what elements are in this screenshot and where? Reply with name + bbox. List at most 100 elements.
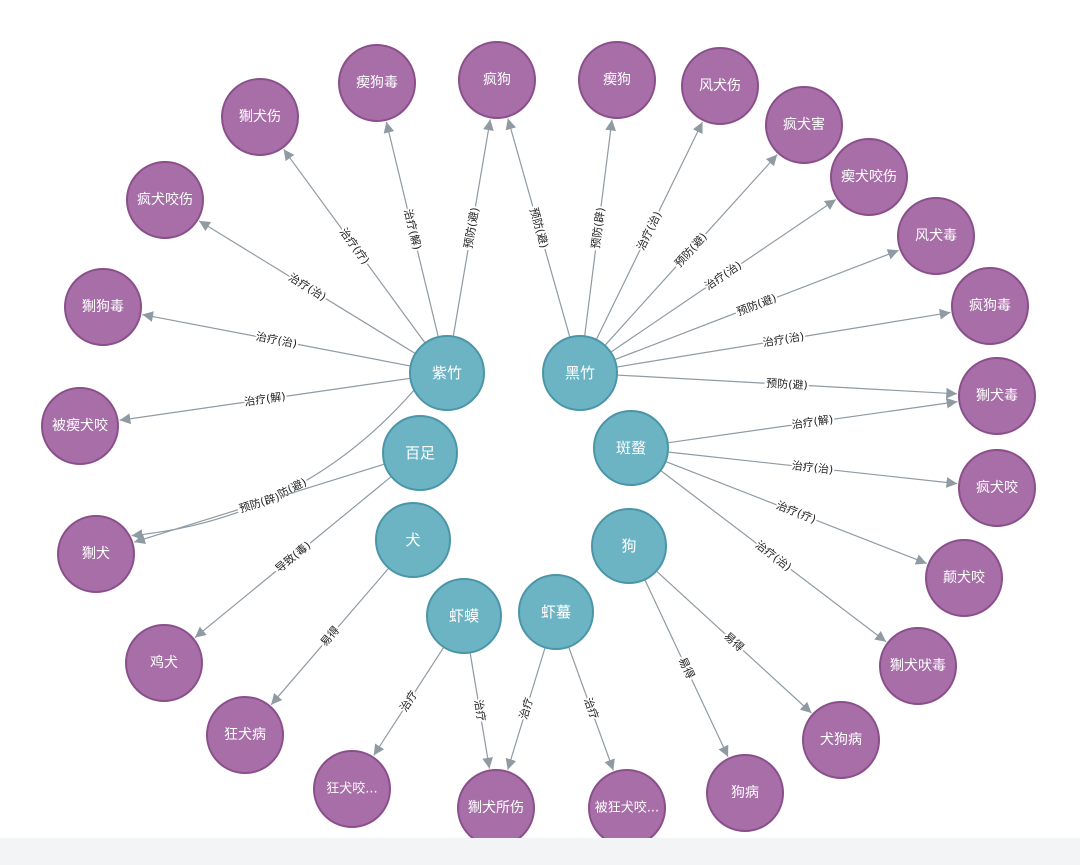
- edge-label: 治疗(解): [401, 207, 424, 251]
- node-d_kuangquanyao[interactable]: 狂犬咬...: [313, 750, 391, 828]
- disease-node-circle[interactable]: [313, 750, 391, 828]
- edge-label: 治疗(治): [255, 329, 298, 351]
- edge-label: 治疗: [516, 696, 536, 721]
- node-d_beikuangquanyao[interactable]: 被狂犬咬...: [588, 769, 666, 847]
- node-d_fengquandu[interactable]: 风犬毒: [897, 197, 975, 275]
- edge-line: [660, 469, 887, 643]
- node-d_zhiquanfeidu[interactable]: 猘犬吠毒: [879, 627, 957, 705]
- node-zizhu[interactable]: 紫竹: [409, 335, 485, 411]
- disease-node-circle[interactable]: [706, 754, 784, 832]
- edge-heizhu-d_zhigou: 预防(辟)预防(辟): [584, 119, 616, 337]
- node-heizhu[interactable]: 黑竹: [542, 335, 618, 411]
- node-d_fengquanshang[interactable]: 风犬伤: [681, 47, 759, 125]
- node-d_zhigoudu_top[interactable]: 瘈狗毒: [338, 44, 416, 122]
- disease-node-circle[interactable]: [681, 47, 759, 125]
- disease-node-circle[interactable]: [206, 696, 284, 774]
- edge-label: 治疗(治): [633, 209, 664, 253]
- herb-node-circle[interactable]: [409, 335, 485, 411]
- node-label: 猘犬伤: [239, 109, 281, 125]
- herb-node-circle[interactable]: [593, 410, 669, 486]
- edge-label-halo: 治疗: [472, 698, 489, 722]
- node-label: 猘犬所伤: [468, 800, 524, 816]
- disease-node-circle[interactable]: [125, 624, 203, 702]
- edge-line: [270, 567, 390, 706]
- disease-node-circle[interactable]: [458, 41, 536, 119]
- edge-zizhu-d_zhiquanshang: 治疗(疗)治疗(疗): [283, 148, 426, 344]
- disease-node-circle[interactable]: [830, 138, 908, 216]
- disease-node-circle[interactable]: [126, 161, 204, 239]
- node-label: 疯犬咬伤: [137, 191, 193, 208]
- disease-node-circle[interactable]: [41, 387, 119, 465]
- node-d_zhigou[interactable]: 瘈狗: [578, 41, 656, 119]
- disease-node-circle[interactable]: [765, 86, 843, 164]
- nodes-layer: 紫竹黑竹百足 斑蝥犬 狗虾蟆 虾蟇 猘犬伤 瘈狗毒 疯狗瘈狗 风犬伤疯犬害瘈犬咬伤风犬毒疯狗毒…: [41, 41, 1036, 847]
- node-d_zhiquansuoshang[interactable]: 猘犬所伤: [457, 769, 535, 847]
- node-label: 风犬伤: [699, 78, 741, 94]
- node-d_fengquanhai[interactable]: 疯犬害: [765, 86, 843, 164]
- edge-baizu-d_zhiquan: 预防(辟)预防(辟): [134, 463, 385, 545]
- node-d_zhigoudu_left[interactable]: 猘狗毒: [64, 268, 142, 346]
- edge-label: 治疗(治): [286, 270, 329, 304]
- node-d_zhiquan[interactable]: 猘犬: [57, 515, 135, 593]
- herb-node-circle[interactable]: [382, 415, 458, 491]
- node-label: 虾蟇: [541, 603, 571, 621]
- herb-node-circle[interactable]: [426, 578, 502, 654]
- node-label: 瘈狗毒: [356, 74, 398, 91]
- node-d_fenggoudu[interactable]: 疯狗毒: [951, 267, 1029, 345]
- node-d_zhiquanshang[interactable]: 猘犬伤: [221, 78, 299, 156]
- node-quan[interactable]: 犬: [375, 502, 451, 578]
- disease-node-circle[interactable]: [57, 515, 135, 593]
- node-d_zhiquandu[interactable]: 猘犬毒: [958, 357, 1036, 435]
- edge-line: [452, 119, 494, 337]
- disease-node-circle[interactable]: [578, 41, 656, 119]
- node-hama[interactable]: 虾蟆: [426, 578, 502, 654]
- node-baizu[interactable]: 百足: [382, 415, 458, 491]
- node-gou[interactable]: 狗: [591, 508, 667, 584]
- disease-node-circle[interactable]: [221, 78, 299, 156]
- disease-node-circle[interactable]: [64, 268, 142, 346]
- node-hamo[interactable]: 虾蟇: [518, 574, 594, 650]
- edge-line: [644, 579, 729, 758]
- node-d_jiquan[interactable]: 鸡犬: [125, 624, 203, 702]
- disease-node-circle[interactable]: [958, 357, 1036, 435]
- node-banmao[interactable]: 斑蝥: [593, 410, 669, 486]
- herb-node-circle[interactable]: [591, 508, 667, 584]
- disease-node-circle[interactable]: [338, 44, 416, 122]
- edge-banmao-d_zhiquandu: 治疗(解)治疗(解): [667, 397, 958, 444]
- edge-label: 预防(辟): [237, 490, 281, 516]
- disease-node-circle[interactable]: [802, 701, 880, 779]
- edge-label: 治疗(疗): [337, 225, 373, 267]
- node-d_fengquanyaoshang[interactable]: 疯犬咬伤: [126, 161, 204, 239]
- disease-node-circle[interactable]: [958, 449, 1036, 527]
- edge-zizhu-d_zhigoudu_top: 治疗(解)治疗(解): [383, 121, 439, 338]
- node-d_zhiquanyaoshang[interactable]: 瘈犬咬伤: [830, 138, 908, 216]
- edge-line: [142, 311, 411, 367]
- node-d_beizhiquanyao[interactable]: 被瘈犬咬: [41, 387, 119, 465]
- node-d_quangoubing[interactable]: 犬狗病: [802, 701, 880, 779]
- node-d_fengquanyao[interactable]: 疯犬咬: [958, 449, 1036, 527]
- node-d_kuangquanbing[interactable]: 狂犬病: [206, 696, 284, 774]
- node-label: 猘犬毒: [976, 388, 1018, 404]
- node-label: 百足: [405, 444, 435, 462]
- node-d_goubing[interactable]: 狗病: [706, 754, 784, 832]
- herb-node-circle[interactable]: [518, 574, 594, 650]
- edge-line: [655, 570, 812, 714]
- disease-node-circle[interactable]: [925, 539, 1003, 617]
- edge-line: [134, 463, 385, 545]
- herb-node-circle[interactable]: [375, 502, 451, 578]
- node-label: 狂犬病: [224, 727, 266, 743]
- node-label: 虾蟆: [449, 607, 479, 625]
- node-label: 风犬毒: [915, 228, 957, 244]
- edge-label: 治疗(治): [753, 538, 795, 574]
- herb-node-circle[interactable]: [542, 335, 618, 411]
- disease-node-circle[interactable]: [897, 197, 975, 275]
- edge-line: [616, 308, 951, 368]
- node-label: 瘈犬咬伤: [841, 168, 897, 185]
- disease-node-circle[interactable]: [879, 627, 957, 705]
- node-d_fenggou[interactable]: 疯狗: [458, 41, 536, 119]
- disease-node-circle[interactable]: [951, 267, 1029, 345]
- node-label: 猘犬吠毒: [890, 658, 946, 674]
- node-d_dianquanyao[interactable]: 颠犬咬: [925, 539, 1003, 617]
